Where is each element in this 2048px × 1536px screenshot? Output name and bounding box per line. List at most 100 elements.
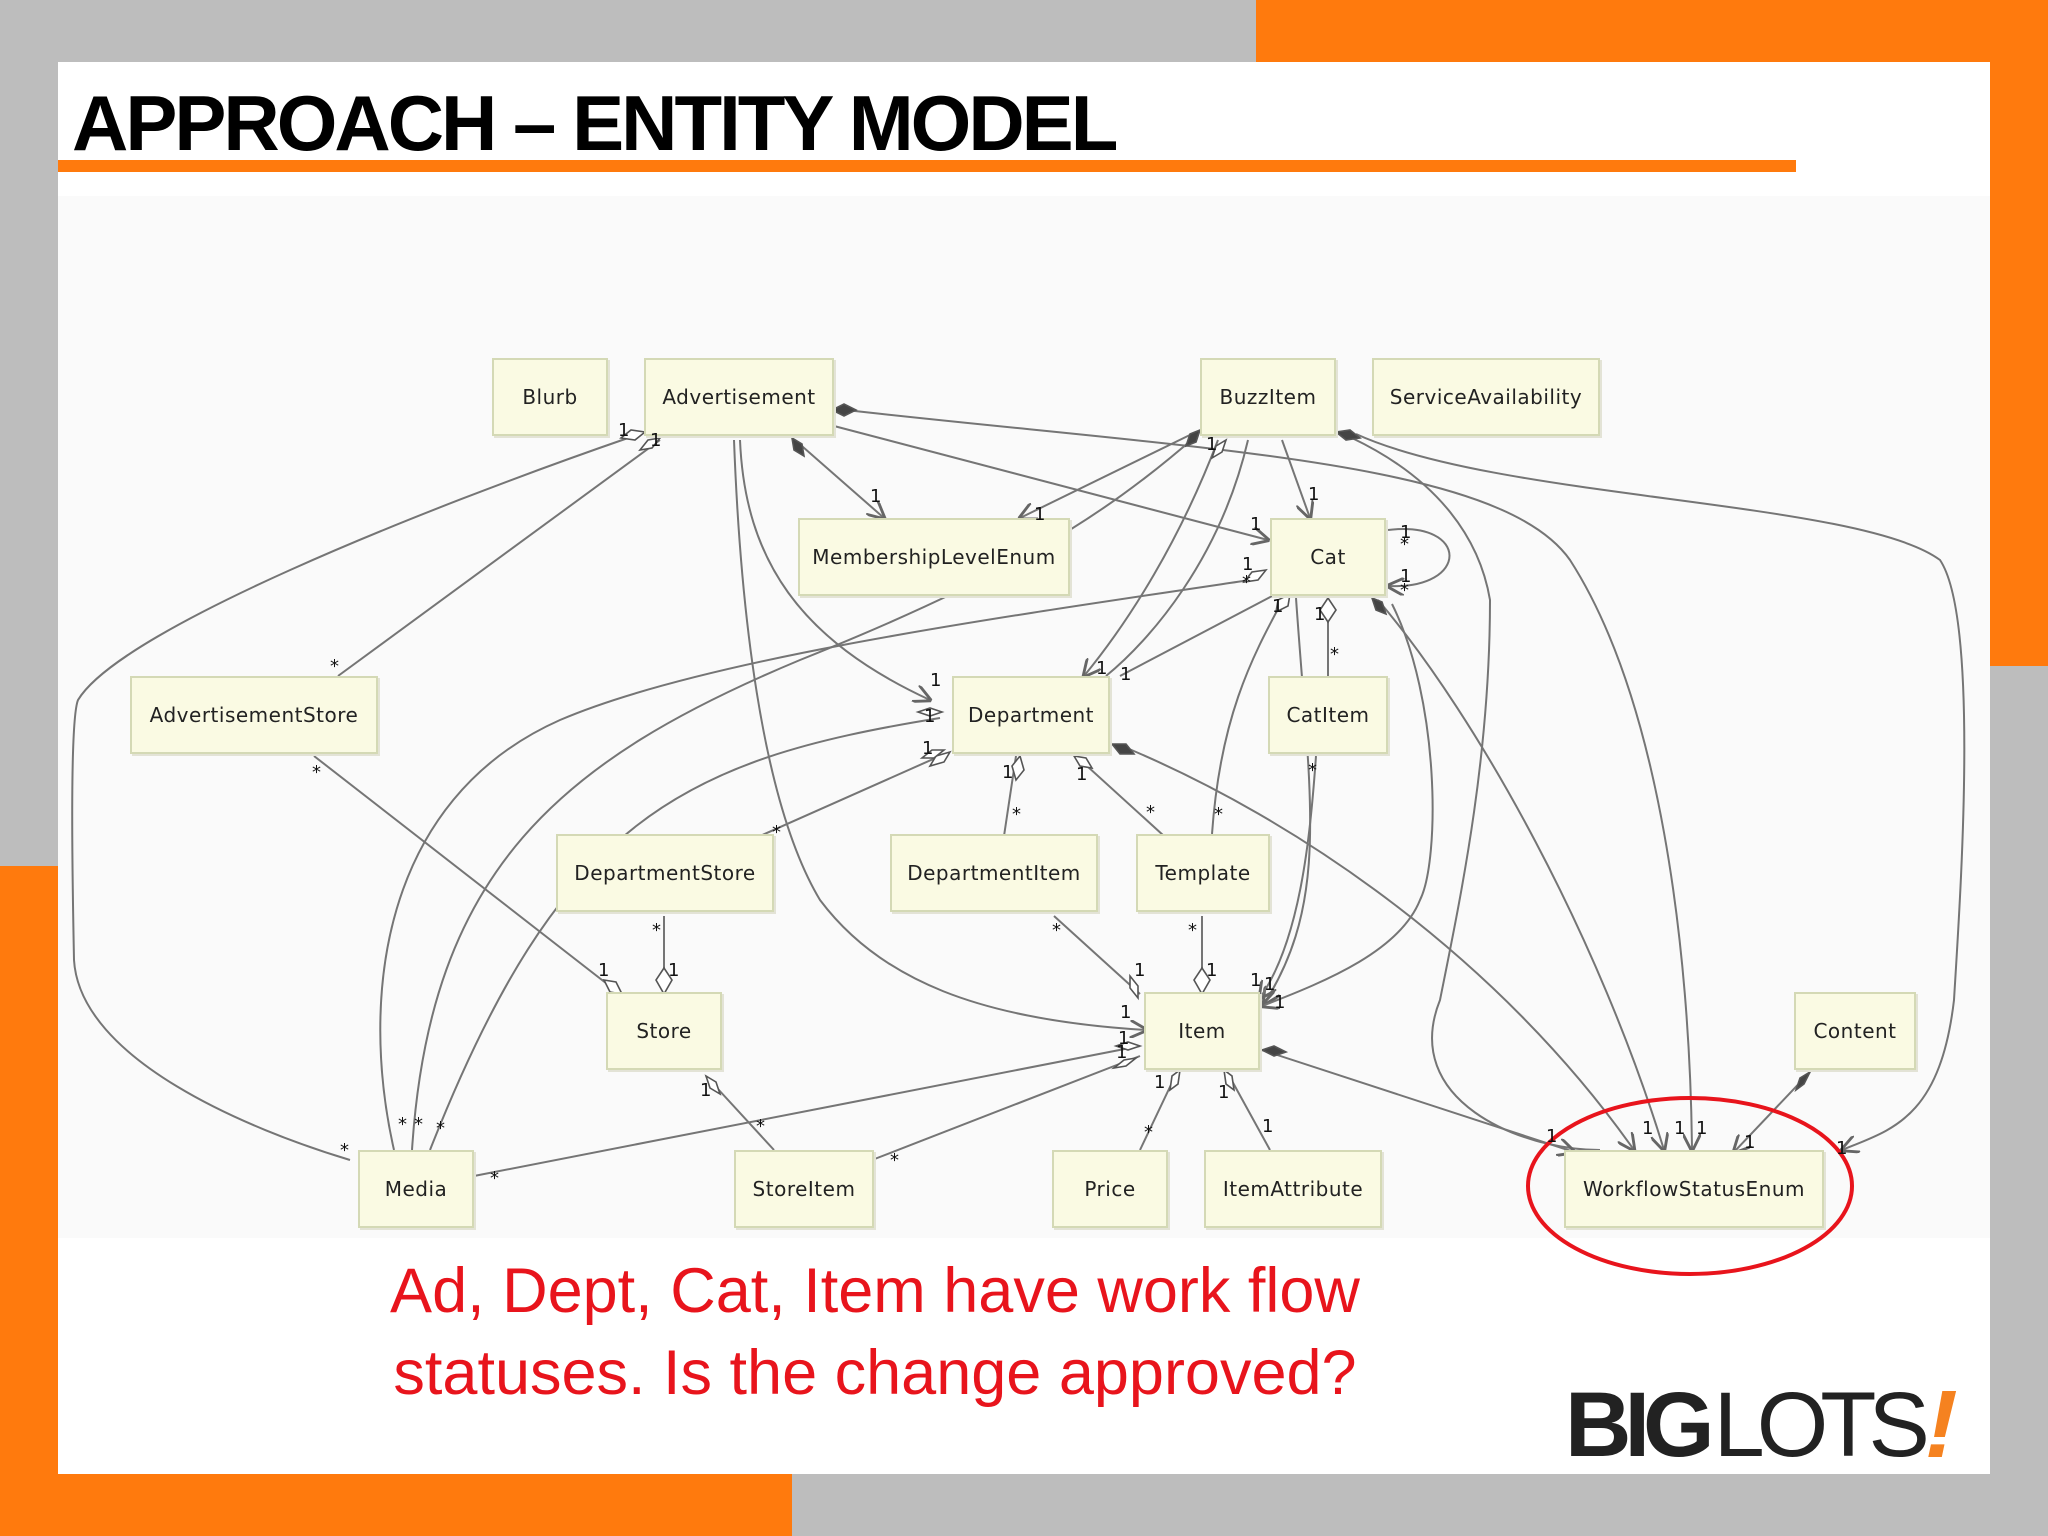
diamond-dept-deptstore [928,750,952,768]
mult-label: 1 [1154,1072,1166,1093]
edge-cat-item2 [1262,603,1434,1006]
mult-label: 1 [1274,992,1286,1013]
orange-band-top-right [1256,0,2048,62]
edge-item-workflow [1261,1049,1574,1152]
mult-label: 1 [598,960,610,981]
edge-deptitem-item [1053,915,1141,995]
edge-buzz-department [1084,439,1219,676]
mult-label: 1 [1272,596,1284,617]
mult-label: 1 [1308,484,1320,505]
mult-label: 1 [1264,974,1276,995]
mult-label: 1 [924,706,936,727]
mult-label: 1 [1034,504,1046,525]
edge-cat-workflow [1377,599,1664,1150]
mult-label: * [414,1114,423,1135]
mult-label: * [1012,804,1021,825]
mult-label: 1 [1250,514,1262,535]
edge-buzz-item [1105,439,1249,677]
mult-label: * [330,656,339,677]
orange-band-right [1990,0,2048,666]
mult-label: * [436,1118,445,1139]
entity-advertisement: Advertisement [644,358,834,436]
orange-band-left [0,866,58,1536]
diamond-dept-media-a [915,707,945,717]
logo-lots-text: LOTS [1713,1373,1930,1476]
edge-dept-template [1075,755,1165,837]
mult-label: 1 [1400,522,1412,543]
mult-label: * [1400,580,1409,601]
diamond-cat-workflow [1370,596,1388,616]
mult-label: 1 [1262,1116,1274,1137]
edge-cat-self [1388,528,1451,586]
diamond-cat-department [1274,592,1292,614]
mult-label: * [1308,760,1317,781]
mult-label: * [1214,804,1223,825]
edge-cat-template [1211,597,1285,835]
mult-label: 1 [1206,960,1218,981]
mult-label: * [756,1116,765,1137]
edge-cat-media [379,579,1251,1151]
diamond-buzz-membership [1184,428,1202,448]
mult-label: * [1144,1122,1153,1143]
edge-buzz-workflow2 [1355,433,1966,1150]
edge-catitem-item [1260,755,1317,998]
mult-label: 1 [700,1080,712,1101]
mult-label: 1 [650,430,662,451]
edge-ad-adstore [337,439,661,677]
mult-label: * [890,1150,899,1171]
caption-line-2: statuses. Is the change approved? [393,1338,1357,1408]
entity-buzzitem: BuzzItem [1200,358,1336,436]
diamond-item-workflow [1259,1045,1289,1057]
diamond-store-storeitem [704,1074,722,1096]
mult-label: * [1242,572,1251,593]
mult-label: * [1052,920,1061,941]
mult-label: 1 [1116,1042,1128,1063]
mult-label: * [1330,644,1339,665]
diamond-dept-media-b [919,749,947,759]
edge-buzz-workflow [1351,437,1601,1151]
diamond-item-itemattribute [1222,1068,1236,1092]
edge-dept-media [429,717,941,1151]
entity-storeitem: StoreItem [734,1150,874,1228]
edge-item-storeitem [871,1055,1141,1161]
entity-catitem: CatItem [1268,676,1388,754]
entity-media: Media [358,1150,474,1228]
mult-label: 1 [1242,554,1254,575]
edge-cat-item [1264,597,1312,1004]
entity-blurb: Blurb [492,358,608,436]
diamond-item-media [1113,1041,1143,1051]
entity-content: Content [1794,992,1916,1070]
diamond-item-deptitem [1129,973,1139,1001]
diamond-dept-deptitem [1011,754,1025,782]
edge-dept-workflow [1121,745,1634,1150]
edge-item-media [473,1045,1141,1177]
edge-ad-department [739,439,930,700]
edge-ad-membership [794,439,884,518]
mult-label: * [398,1114,407,1135]
diamond-buzz-workflow [1334,429,1362,441]
mult-label: 1 [1250,970,1262,991]
diamond-item-price [1168,1068,1182,1092]
mult-label: 1 [618,420,630,441]
mult-label: 1 [930,670,942,691]
edge-dept-deptstore [759,755,941,837]
mult-label: * [490,1168,499,1189]
mult-label: 1 [1546,1126,1558,1147]
edge-buzz-media [411,435,1197,1151]
mult-label: * [652,920,661,941]
diamond-ad-media [619,429,647,441]
mult-label: * [1188,920,1197,941]
diamond-dept-workflow [1110,743,1136,755]
diamond-content-workflow [1794,1069,1812,1093]
mult-label: 1 [922,738,934,759]
diamond-ad-workflow [830,403,858,417]
mult-label: 1 [1642,1118,1654,1139]
entity-itemattribute: ItemAttribute [1204,1150,1382,1228]
mult-label: 1 [1120,664,1132,685]
mult-label: 1 [1836,1138,1848,1159]
biglots-logo: BIG LOTS ! [1565,1371,1985,1478]
edge-ad-media [71,437,629,1161]
mult-label: 1 [1218,1082,1230,1103]
entity-departmentitem: DepartmentItem [890,834,1098,912]
highlight-ellipse [1526,1096,1854,1276]
